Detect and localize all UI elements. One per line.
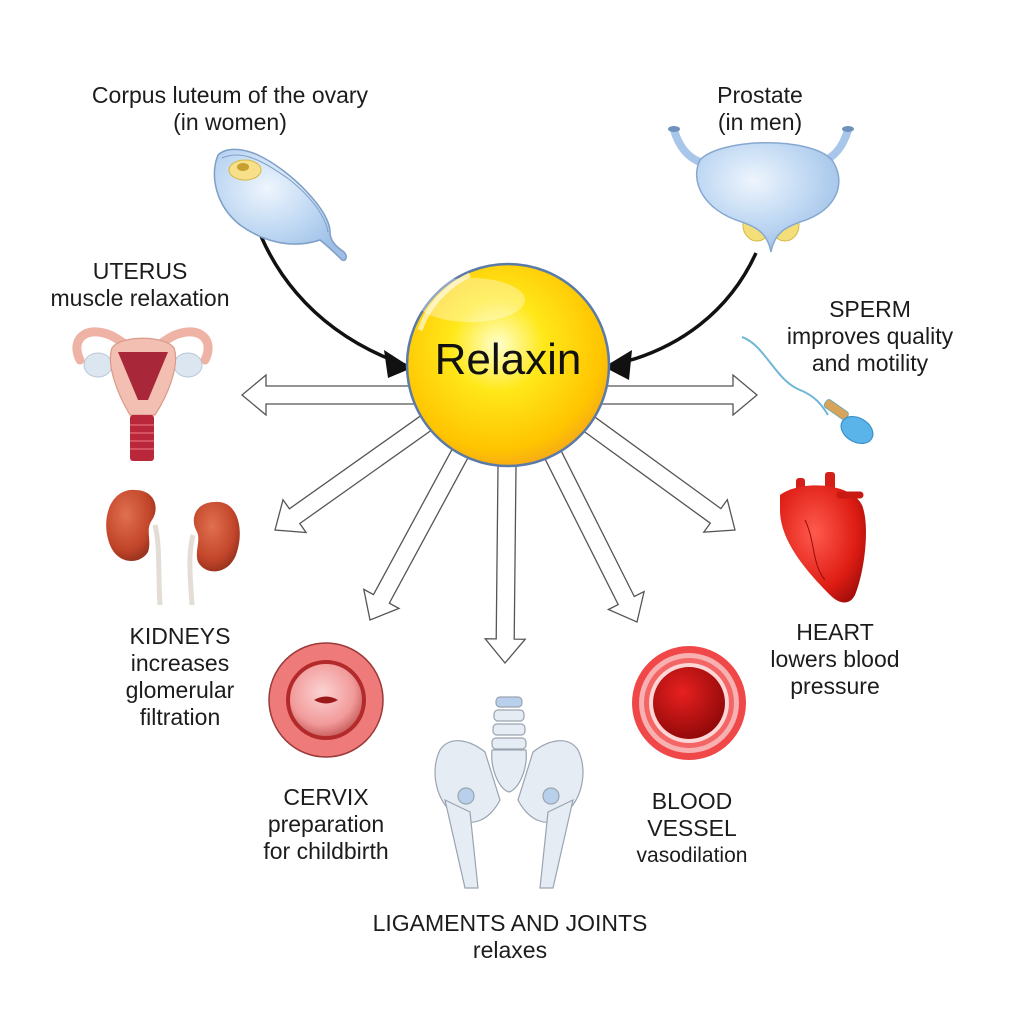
label-corpus-luteum: Corpus luteum of the ovary (in women)	[91, 82, 369, 135]
label-cervix: CERVIX preparation for childbirth	[263, 784, 389, 864]
sperm-illustration	[741, 336, 874, 445]
prostate-illustration	[668, 126, 854, 253]
arrow-to-cervix	[362, 441, 473, 621]
arrow-to-ligaments	[483, 456, 527, 665]
label-kidneys: KIDNEYS increases glomerular filtration	[125, 623, 235, 730]
uterus-illustration	[72, 327, 213, 461]
label-uterus: UTERUS muscle relaxation	[50, 258, 230, 311]
heart-illustration	[780, 472, 866, 603]
relaxin-label: Relaxin	[434, 335, 582, 384]
pelvis-illustration	[434, 696, 584, 889]
cervix-illustration	[268, 642, 384, 758]
arrow-to-blood-vessel	[540, 442, 646, 623]
arrow-to-kidneys	[274, 410, 439, 534]
source-arrowhead-prostate	[604, 350, 632, 380]
arrow-to-sperm	[595, 373, 759, 417]
label-blood-vessel: BLOOD VESSEL vasodilation	[636, 788, 748, 867]
label-ligaments: LIGAMENTS AND JOINTS relaxes	[372, 910, 648, 963]
blood-vessel-illustration	[632, 646, 746, 760]
label-prostate: Prostate (in men)	[717, 82, 803, 135]
kidneys-illustration	[106, 489, 240, 606]
relaxin-sphere	[405, 262, 611, 468]
source-arrow-prostate	[611, 252, 758, 367]
effect-arrows	[240, 373, 759, 665]
label-sperm: SPERM improves quality and motility	[786, 296, 954, 376]
arrow-to-heart	[576, 411, 736, 533]
source-arrowhead-ovary	[384, 350, 412, 378]
ovary-illustration	[213, 148, 347, 262]
arrow-to-uterus	[240, 373, 421, 417]
label-heart: HEART lowers blood pressure	[770, 619, 900, 699]
